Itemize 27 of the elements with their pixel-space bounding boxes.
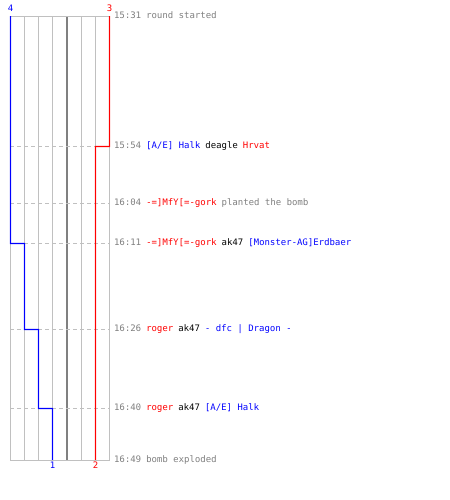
player-name: - dfc | Dragon - <box>204 324 292 335</box>
timestamp: 16:40 <box>114 403 142 414</box>
player-name: roger <box>146 324 174 335</box>
player-name: -=]MfY[=-gork <box>146 198 217 209</box>
timestamp: 15:31 <box>114 11 142 22</box>
timestamp: 16:11 <box>114 238 142 249</box>
player-name: -=]MfY[=-gork <box>146 238 217 249</box>
player-name: Hrvat <box>242 141 270 152</box>
player-count: 4 <box>6 5 14 14</box>
timestamp: 15:54 <box>114 141 142 152</box>
player-count: 2 <box>92 462 100 471</box>
event-text: bomb exploded <box>146 455 217 466</box>
weapon-name: ak47 <box>178 324 200 335</box>
weapon-name: ak47 <box>178 403 200 414</box>
player-count: 3 <box>106 5 114 14</box>
player-name: [Monster-AG]Erdbaer <box>248 238 352 249</box>
player-count: 1 <box>48 462 56 471</box>
weapon-name: deagle <box>205 141 238 152</box>
event-text: round started <box>146 11 217 22</box>
player-name: roger <box>146 403 174 414</box>
player-name: [A/E] Halk <box>146 141 200 152</box>
event-text: planted the bomb <box>222 198 308 209</box>
player-name: [A/E] Halk <box>204 403 260 414</box>
weapon-name: ak47 <box>222 238 244 249</box>
timestamp: 16:04 <box>114 198 142 209</box>
timestamp: 16:26 <box>114 324 142 335</box>
timestamp: 16:49 <box>114 455 142 466</box>
